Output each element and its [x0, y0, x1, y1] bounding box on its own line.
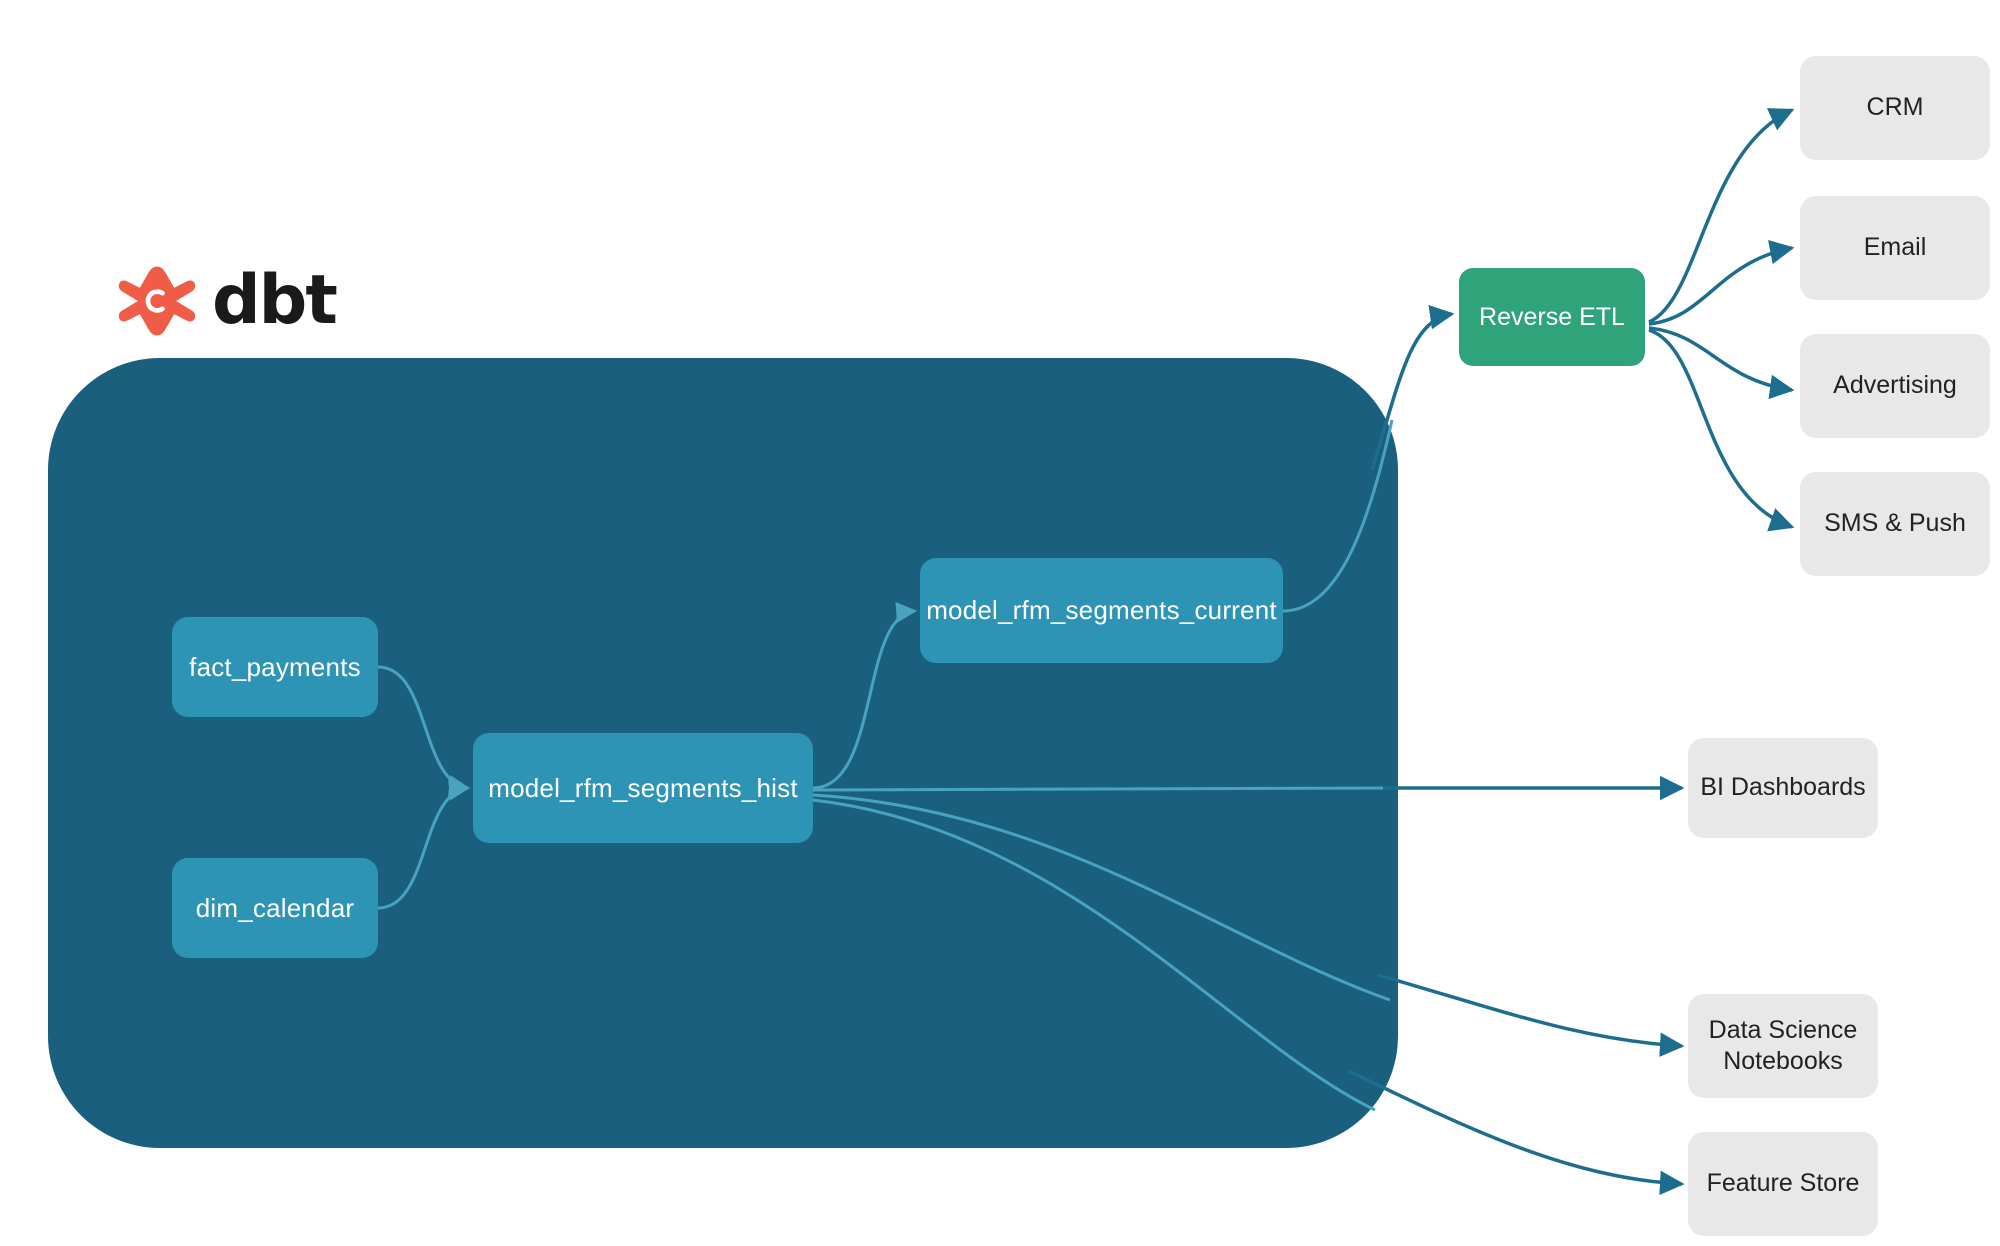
edge-reverse-etl-to-advertising [1648, 326, 1795, 400]
node-label: fact_payments [189, 651, 361, 682]
destination-label-line2: Notebooks [1723, 1047, 1843, 1075]
dbt-wordmark: dbt [212, 261, 338, 340]
edge-reverse-etl-to-crm [1648, 108, 1795, 324]
model-node-dim-calendar[interactable]: dim_calendar [172, 858, 378, 958]
edge-reverse-etl-to-sms-push [1648, 328, 1795, 532]
destination-label: Data Science Notebooks [1709, 1015, 1858, 1078]
dbt-logo: dbt [118, 258, 338, 344]
destination-label: Feature Store [1706, 1169, 1860, 1198]
node-label: model_rfm_segments_hist [488, 772, 798, 803]
destination-crm[interactable]: CRM [1800, 56, 1990, 160]
edge-hist-to-data-science-notebooks [1377, 973, 1685, 1057]
destination-data-science-notebooks[interactable]: Data Science Notebooks [1688, 994, 1878, 1098]
destination-label: CRM [1866, 93, 1924, 122]
destination-label: BI Dashboards [1700, 773, 1866, 802]
destination-feature-store[interactable]: Feature Store [1688, 1132, 1878, 1236]
destination-label: SMS & Push [1824, 509, 1966, 538]
model-node-rfm-segments-hist[interactable]: model_rfm_segments_hist [473, 733, 813, 843]
destination-advertising[interactable]: Advertising [1800, 334, 1990, 438]
model-node-rfm-segments-current[interactable]: model_rfm_segments_current [920, 558, 1283, 663]
edge-reverse-etl-to-email [1648, 240, 1795, 326]
edge-hist-to-feature-store [1348, 1069, 1685, 1196]
destination-email[interactable]: Email [1800, 196, 1990, 300]
dbt-logo-icon [118, 266, 196, 336]
node-label: dim_calendar [195, 892, 355, 923]
destination-sms-push[interactable]: SMS & Push [1800, 472, 1990, 576]
destination-bi-dashboards[interactable]: BI Dashboards [1688, 738, 1878, 838]
destination-label: Advertising [1833, 371, 1957, 400]
destination-label-line1: Data Science [1708, 1015, 1858, 1044]
node-label: model_rfm_segments_current [926, 595, 1277, 625]
reverse-etl-node[interactable]: Reverse ETL [1459, 268, 1645, 366]
destination-label: Email [1863, 233, 1927, 262]
model-node-fact-payments[interactable]: fact_payments [172, 617, 378, 717]
reverse-etl-label: Reverse ETL [1479, 302, 1625, 331]
